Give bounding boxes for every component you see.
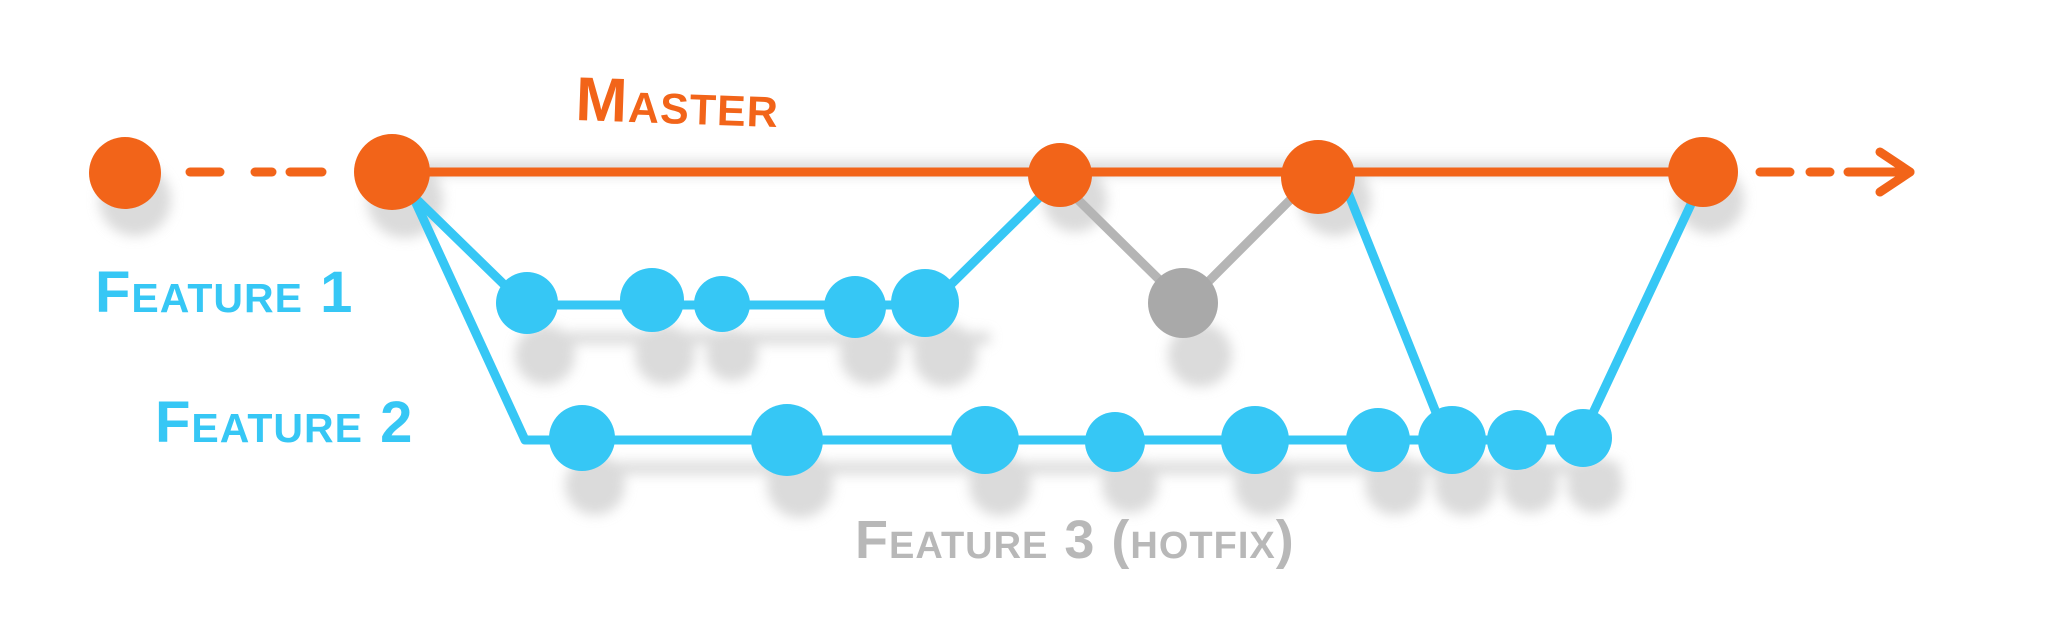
- feature2-commit: [1221, 406, 1289, 474]
- feature3-label: Feature 3 (hotfix): [855, 510, 1295, 570]
- master-commit: [1281, 140, 1355, 214]
- feature2-commit: [951, 406, 1019, 474]
- feature1-label: Feature 1: [95, 260, 353, 325]
- master-commit: [354, 134, 430, 210]
- feature2-commit: [751, 404, 823, 476]
- feature1-commits: [496, 268, 959, 338]
- shadow-layer: [99, 161, 1744, 518]
- feature2-commit: [1554, 409, 1612, 467]
- feature2-label: Feature 2: [155, 390, 413, 455]
- feature2-commit: [1487, 410, 1547, 470]
- feature2-commit: [1418, 406, 1486, 474]
- feature2-commits: [549, 404, 1612, 476]
- feature1-commit: [694, 276, 750, 332]
- hotfix-commit: [1148, 268, 1218, 338]
- feature2-commit: [1346, 408, 1410, 472]
- master-commits: [89, 134, 1738, 214]
- master-commit: [89, 137, 161, 209]
- feature2-commit: [1085, 412, 1145, 472]
- feature1-commit: [620, 268, 684, 332]
- feature1-commit: [496, 272, 558, 334]
- master-commit: [1668, 137, 1738, 207]
- feature1-commit: [891, 269, 959, 337]
- feature2-commit: [549, 405, 615, 471]
- feature1-commit: [824, 276, 886, 338]
- master-label: Master: [575, 65, 781, 141]
- master-commit: [1028, 143, 1092, 207]
